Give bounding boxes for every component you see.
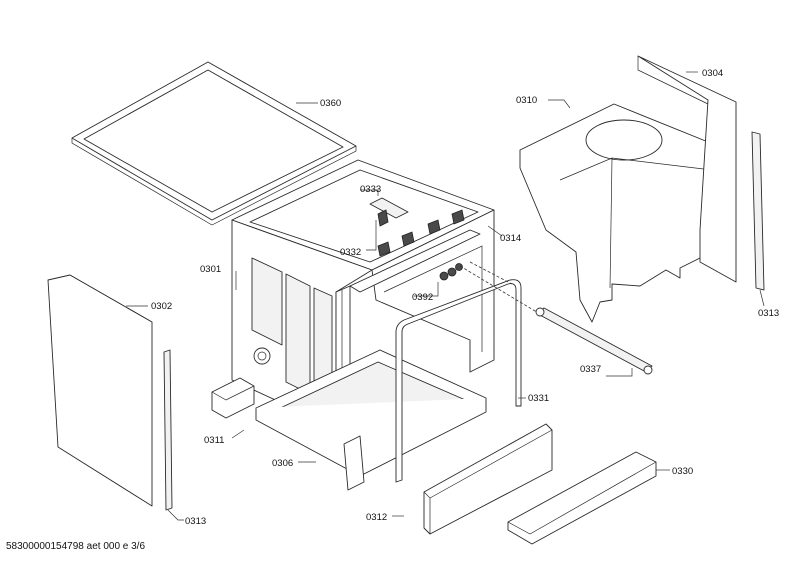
label-0302: 0302	[151, 301, 172, 312]
part-0313-seal-left	[163, 349, 173, 511]
label-0306: 0306	[272, 458, 293, 469]
label-0301: 0301	[200, 264, 221, 275]
part-0312-front-plinth	[423, 423, 553, 535]
label-0360: 0360	[320, 98, 341, 109]
label-0304: 0304	[702, 68, 723, 79]
label-0313-right: 0313	[758, 308, 779, 319]
part-0311-plinth-block	[211, 377, 255, 419]
label-0333: 0333	[360, 184, 381, 195]
label-0312: 0312	[366, 512, 387, 523]
part-0301-cabinet	[231, 159, 495, 447]
part-0360-worktop	[71, 61, 357, 226]
label-0311: 0311	[204, 435, 224, 446]
part-0313-seal-right	[751, 131, 765, 291]
part-0330-base-bar	[507, 451, 657, 545]
part-0331-door-seal	[395, 279, 522, 483]
part-0337-rod	[535, 307, 653, 375]
label-0330: 0330	[672, 466, 693, 477]
part-0306-base	[255, 349, 487, 491]
part-0302-side-panel	[47, 274, 153, 507]
part-0304-rear-panel	[637, 55, 737, 283]
label-0332: 0332	[340, 247, 361, 258]
leader-lines	[126, 71, 765, 521]
assembly-dashes	[459, 261, 541, 315]
label-0314: 0314	[500, 233, 521, 244]
label-0392: 0392	[412, 292, 433, 303]
label-0337: 0337	[580, 364, 601, 375]
part-0333-bracket	[369, 197, 409, 227]
part-0392-valve	[439, 263, 463, 281]
document-footer-code: 58300000154798 aet 000 e 3/6	[6, 541, 146, 552]
label-0331: 0331	[528, 393, 549, 404]
label-0313-left: 0313	[185, 516, 206, 527]
part-labels: 0360 0333 0332 0314 0301 0302 0392 0310 …	[151, 68, 779, 527]
label-0310: 0310	[516, 95, 537, 106]
part-0310-insulation	[519, 103, 719, 323]
